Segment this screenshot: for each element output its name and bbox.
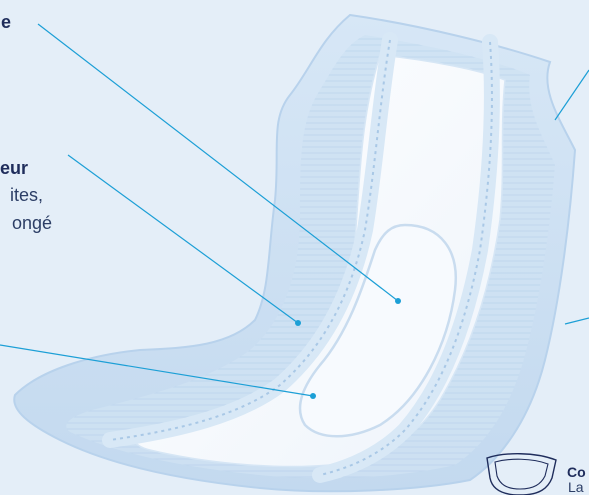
callout-bottom-right-line1: La (568, 480, 584, 494)
callout-middle-left-line1: ites, (10, 184, 43, 206)
pad-outline-icon (487, 454, 556, 495)
leader-line-middle (68, 155, 298, 323)
callout-middle-left-title: eur (0, 157, 28, 179)
callout-bottom-right-title: Co (567, 465, 586, 479)
callout-middle-left-line2: ongé (12, 212, 52, 234)
leader-dot-top (395, 298, 401, 304)
leader-line-right-top (555, 70, 589, 120)
leader-line-right-bottom (565, 318, 589, 324)
leader-dot-middle (295, 320, 301, 326)
callout-top-left-title: e (1, 11, 11, 33)
leader-dot-bottom (310, 393, 316, 399)
